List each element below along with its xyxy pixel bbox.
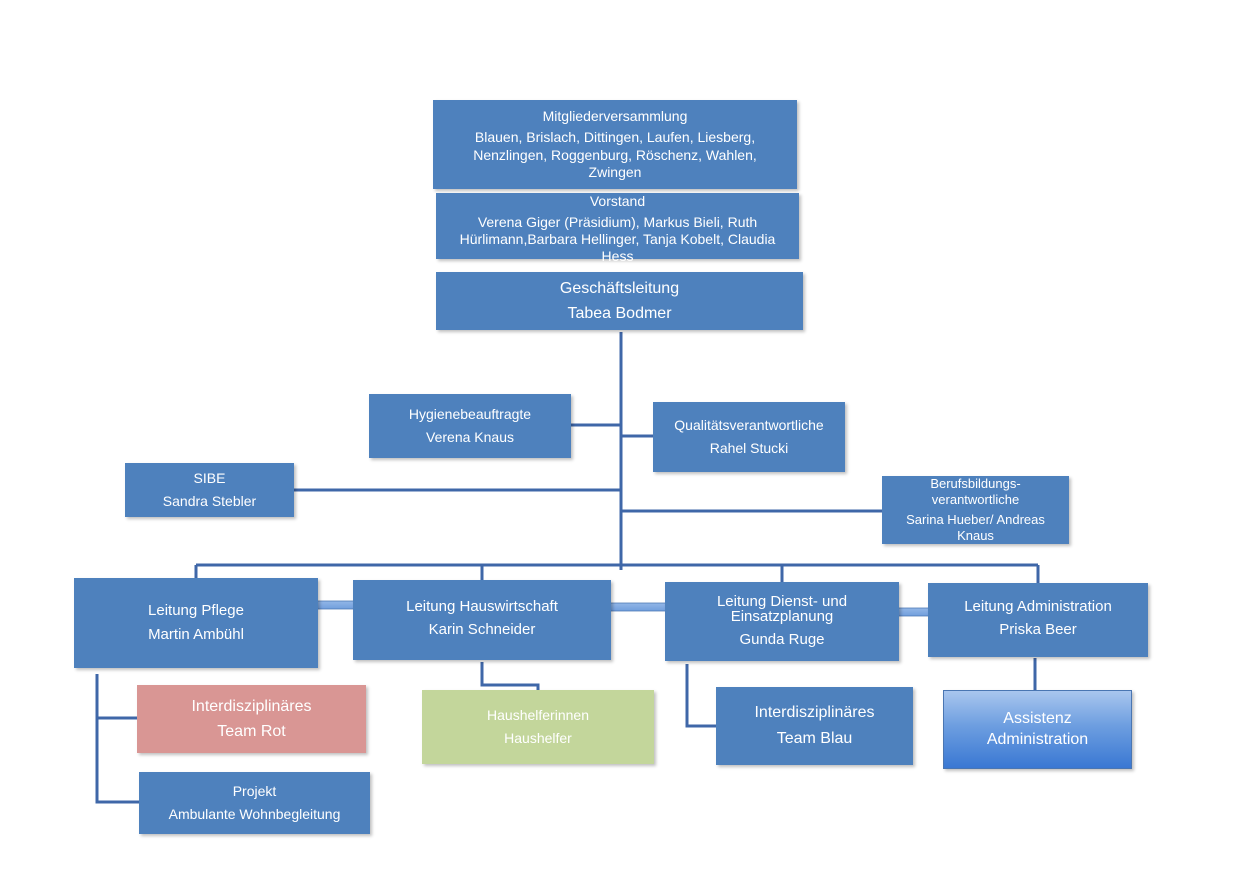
sibe-box: SIBE Sandra Stebler	[125, 463, 294, 517]
vorstand-line: Verena Giger (Präsidium), Markus Bieli, …	[477, 214, 758, 231]
projekt-line1: Projekt	[232, 783, 277, 800]
geschaeftsleitung-name: Tabea Bodmer	[567, 304, 672, 322]
assistenz-box: Assistenz Administration	[943, 690, 1132, 769]
leitung-administration-name: Priska Beer	[999, 621, 1077, 639]
mitgliederversammlung-box: Mitgliederversammlung Blauen, Brislach, …	[433, 100, 797, 189]
hygiene-name: Verena Knaus	[426, 428, 514, 445]
hygiene-box: Hygienebeauftragte Verena Knaus	[369, 394, 571, 458]
qualitaet-box: Qualitätsverantwortliche Rahel Stucki	[653, 402, 845, 472]
vorstand-line: Hürlimann,Barbara Hellinger, Tanja Kobel…	[459, 231, 776, 248]
pflege-subtree-line	[95, 674, 139, 804]
vorstand-box: Vorstand Verena Giger (Präsidium), Marku…	[436, 193, 799, 264]
assistenz-line1: Assistenz	[1003, 709, 1072, 727]
berufsbildung-name: Sarina Hueber/ Andreas	[906, 512, 1045, 527]
geschaeftsleitung-box: Geschäftsleitung Tabea Bodmer	[436, 272, 803, 330]
haushelfer-line1: Haushelferinnen	[487, 706, 589, 723]
team-rot-box: Interdisziplinäres Team Rot	[137, 685, 366, 753]
leitung-hauswirtschaft-box: Leitung Hauswirtschaft Karin Schneider	[353, 580, 611, 660]
projekt-box: Projekt Ambulante Wohnbegleitung	[139, 772, 370, 834]
leitung-dienst-name: Gunda Ruge	[739, 631, 825, 649]
hygiene-title: Hygienebeauftragte	[408, 406, 532, 423]
mitglieder-line: Nenzlingen, Roggenburg, Röschenz, Wahlen…	[473, 146, 757, 163]
team-rot-line1: Interdisziplinäres	[191, 697, 312, 715]
vorstand-line: Hess	[601, 248, 634, 265]
qualitaet-name: Rahel Stucki	[709, 439, 789, 456]
team-blau-line2: Team Blau	[776, 730, 853, 747]
haushelfer-box: Haushelferinnen Haushelfer	[422, 690, 654, 764]
projekt-line2: Ambulante Wohnbegleitung	[168, 805, 341, 822]
leitung-pflege-name: Martin Ambühl	[148, 625, 244, 643]
team-blau-box: Interdisziplinäres Team Blau	[716, 687, 913, 765]
leitung-hauswirtschaft-title: Leitung Hauswirtschaft	[406, 598, 558, 615]
leitung-administration-box: Leitung Administration Priska Beer	[928, 583, 1148, 657]
sibe-name: Sandra Stebler	[162, 492, 257, 509]
haushelfer-connector	[480, 662, 540, 690]
berufsbildung-box: Berufsbildungs- verantwortliche Sarina H…	[882, 476, 1069, 544]
leitung-dienst-title: Einsatzplanung	[730, 608, 834, 626]
vorstand-title: Vorstand	[589, 193, 646, 209]
team-blau-line1: Interdisziplinäres	[754, 704, 875, 722]
geschaeftsleitung-title: Geschäftsleitung	[559, 279, 680, 297]
leitung-pflege-box: Leitung Pflege Martin Ambühl	[74, 578, 318, 668]
mitglieder-line: Zwingen	[588, 163, 642, 180]
mitglieder-line: Blauen, Brislach, Dittingen, Laufen, Lie…	[474, 129, 756, 146]
team-rot-line2: Team Rot	[217, 722, 286, 740]
berufsbildung-title: verantwortliche	[931, 492, 1020, 508]
leitung-pflege-title: Leitung Pflege	[148, 602, 244, 620]
team-blau-connector	[685, 664, 716, 728]
leitung-hauswirtschaft-name: Karin Schneider	[428, 621, 536, 639]
berufsbildung-name: Knaus	[957, 527, 994, 543]
sibe-title: SIBE	[193, 470, 226, 487]
leitung-dienst-title: Leitung Dienst- und	[716, 592, 848, 610]
mitgliederversammlung-title: Mitgliederversammlung	[542, 108, 688, 125]
berufsbildung-title: Berufsbildungs-	[930, 476, 1021, 492]
leitung-administration-title: Leitung Administration	[964, 598, 1112, 615]
assistenz-line2: Administration	[986, 730, 1089, 748]
leitung-dienst-box: Leitung Dienst- und Einsatzplanung Gunda…	[665, 582, 899, 661]
qualitaet-title: Qualitätsverantwortliche	[674, 417, 824, 434]
haushelfer-line2: Haushelfer	[504, 730, 572, 746]
